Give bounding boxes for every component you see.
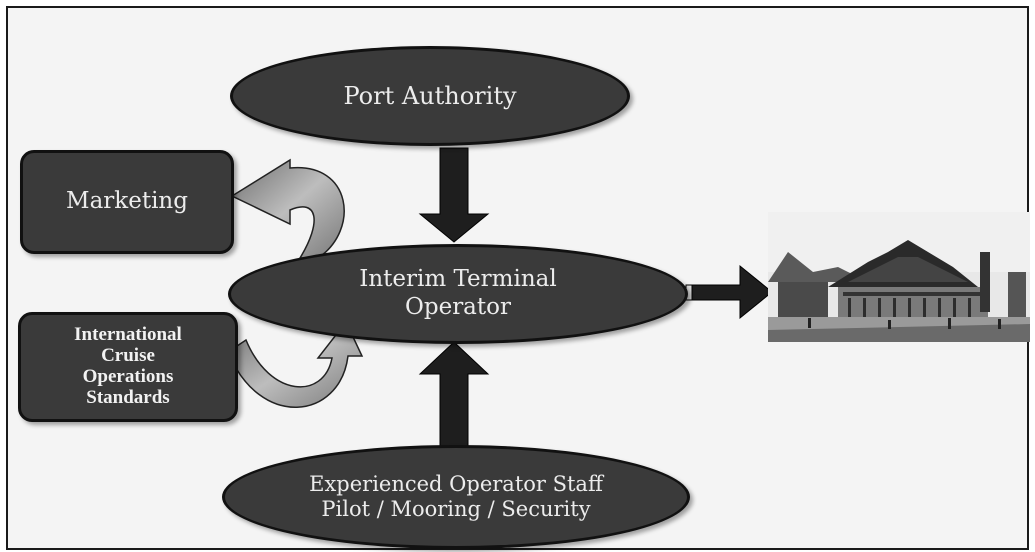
terminal-building-photo [768, 212, 1030, 342]
staff-label-line2: Pilot / Mooring / Security [321, 497, 591, 521]
interim-terminal-label-line2: Operator [405, 294, 511, 320]
arrow-down-icon [418, 147, 490, 243]
arrow-up-icon [418, 341, 490, 456]
curved-arrow-marketing-icon [230, 158, 345, 259]
node-marketing: Marketing [20, 150, 234, 254]
standards-label-line3: Operations [82, 366, 174, 387]
port-authority-label: Port Authority [343, 81, 517, 110]
marketing-label: Marketing [66, 188, 188, 215]
node-standards: International Cruise Operations Standard… [18, 312, 238, 422]
curved-arrow-standards-icon [227, 320, 364, 408]
node-operator-staff: Experienced Operator Staff Pilot / Moori… [222, 445, 690, 549]
staff-label-line1: Experienced Operator Staff [309, 471, 603, 496]
arrow-right-icon [691, 264, 773, 320]
interim-terminal-label-line1: Interim Terminal [359, 266, 557, 293]
node-port-authority: Port Authority [230, 46, 630, 146]
standards-label-line4: Standards [86, 386, 170, 408]
standards-label-line1: International [74, 324, 182, 346]
standards-label-line2: Cruise [101, 345, 155, 367]
node-interim-terminal-operator: Interim Terminal Operator [228, 244, 688, 344]
